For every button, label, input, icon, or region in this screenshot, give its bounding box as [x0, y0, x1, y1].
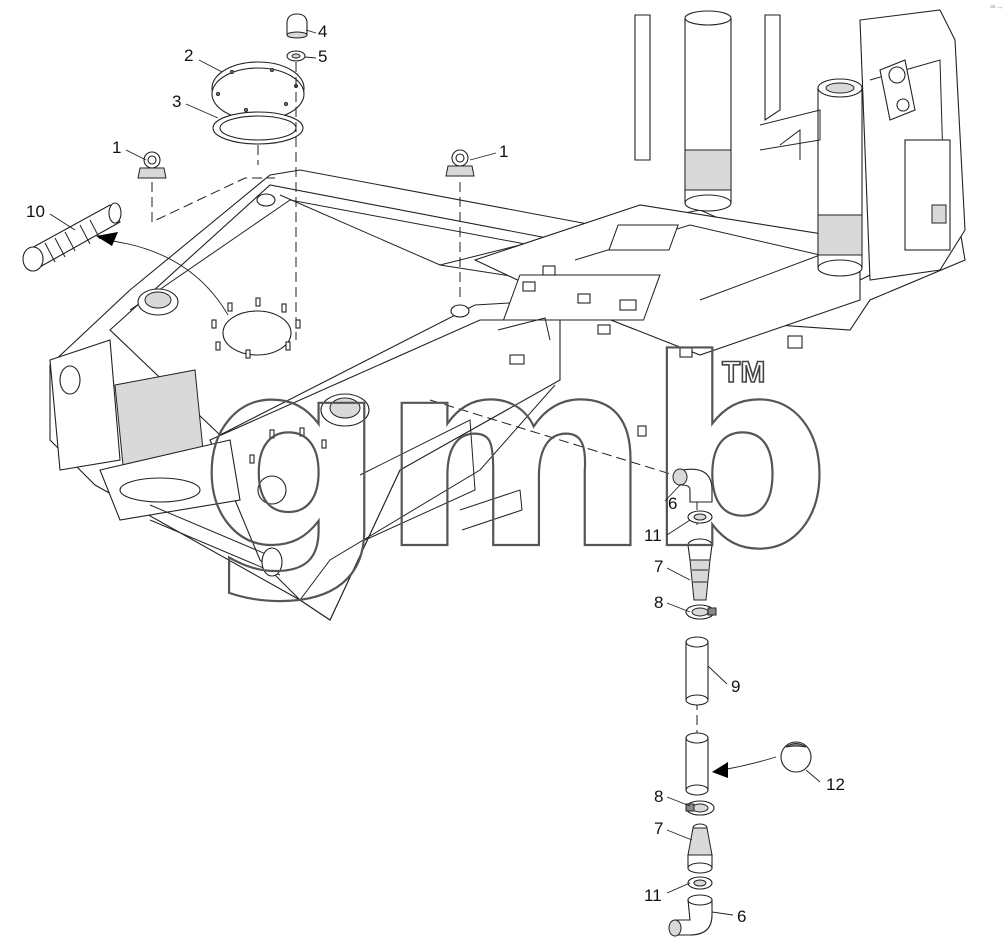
trademark-symbol: TM [722, 356, 765, 389]
part-2-cover-plate [211, 61, 305, 121]
callout-11-top: 11 [644, 526, 662, 545]
part-10-filter [22, 202, 122, 272]
callout-leaders [49, 29, 821, 916]
callout-6-top: 6 [668, 494, 677, 513]
part-6-elbow-bottom [668, 894, 713, 937]
callout-9: 9 [731, 677, 740, 696]
callout-12: 12 [826, 775, 845, 794]
part-8-clamp-bottom [685, 800, 715, 816]
callout-5: 5 [318, 47, 327, 66]
watermark-text: gmb [200, 305, 825, 607]
part-12-sphere [780, 741, 812, 773]
part-1-eyebolt-right [445, 149, 475, 177]
callout-4: 4 [318, 22, 327, 41]
callout-labels: 1 1 2 3 4 5 10 6 11 7 8 9 12 8 7 11 6 [26, 22, 845, 926]
callout-8-top: 8 [654, 593, 663, 612]
assembly-lines-top [151, 62, 461, 340]
hose-assembly [429, 399, 812, 937]
frame-bolts [211, 297, 327, 464]
part-8-clamp-top [685, 604, 717, 620]
part-5-washer [286, 50, 306, 62]
part-11-seal-top [687, 510, 713, 524]
part-9-hose [685, 636, 709, 796]
part-3-gasket [212, 111, 304, 145]
callout-2: 2 [184, 46, 193, 65]
part-1-eyebolt-left [137, 151, 167, 179]
callout-10: 10 [26, 202, 45, 221]
part-6-elbow-top [672, 468, 713, 503]
part-4-cap [286, 13, 308, 39]
chassis-frame [49, 169, 966, 621]
callout-7-top: 7 [654, 557, 663, 576]
watermark: gmb TM [199, 304, 832, 608]
corner-mark: ∞→ [990, 2, 1004, 11]
callout-11-bottom: 11 [644, 886, 662, 905]
callout-7-bottom: 7 [654, 819, 663, 838]
callout-6-bottom: 6 [737, 907, 746, 926]
mast-assembly [634, 9, 966, 281]
part-7-fitting-bottom [687, 823, 713, 874]
callout-3: 3 [172, 92, 181, 111]
part-11-seal-bottom [687, 876, 713, 890]
callout-8-bottom: 8 [654, 787, 663, 806]
callout-1-right: 1 [499, 142, 508, 161]
part-7-fitting-top [687, 538, 713, 601]
callout-1-left: 1 [112, 138, 121, 157]
filter-insertion-arrow [104, 239, 229, 316]
